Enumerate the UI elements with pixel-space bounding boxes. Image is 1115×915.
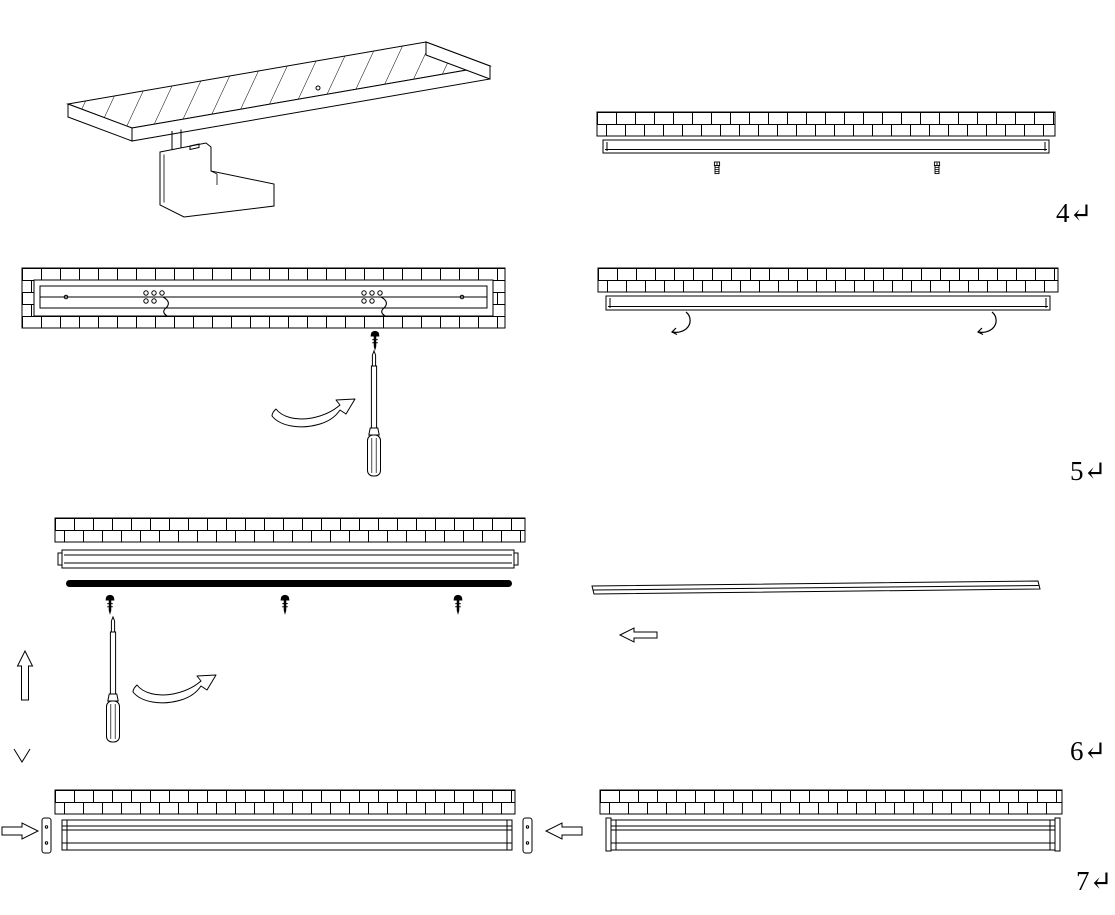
push-right-arrow-icon (1, 822, 40, 840)
terminal-block-left (143, 290, 169, 317)
step6-screws (105, 594, 463, 616)
led-strip-bar (66, 580, 512, 587)
wire-icon (162, 296, 169, 317)
step4-mounting-rail (602, 139, 1050, 154)
fixture-top-hole (315, 85, 321, 91)
step4-wall-strip (596, 111, 1056, 137)
lift-up-arrow-icon (16, 649, 34, 701)
step6-screwdriver-icon (106, 616, 120, 743)
screw-icon (280, 594, 290, 616)
screw-icon (453, 594, 463, 616)
screw-icon (105, 594, 115, 616)
end-cap-left (41, 817, 52, 854)
expansion-screw-icon (933, 161, 941, 175)
hook-arrow-icon (977, 311, 997, 336)
fixture-isometric-icon (66, 41, 492, 218)
step-5-label: 5↵ (1070, 456, 1107, 486)
wire-icon (380, 296, 387, 317)
step6-wall-strip (54, 517, 526, 543)
step5-wall-with-plate (21, 267, 506, 329)
step7-fixture-with-endcaps (1, 789, 583, 854)
slide-left-arrow-icon (618, 627, 658, 643)
end-cap-right (522, 817, 533, 854)
diffuser-bar (591, 580, 1041, 595)
step5-screwdriver-icon (367, 350, 381, 477)
step-6-label: 6↵ (1070, 736, 1107, 766)
step5-turn-arrow-icon (271, 398, 356, 428)
step-4-label: 4↵ (1056, 198, 1093, 228)
step5-rail-on-wall (597, 267, 1059, 336)
push-left-arrow-icon (544, 822, 583, 840)
step7-installed-fixture (599, 789, 1063, 852)
step5-screw-icon (370, 330, 380, 352)
step6-rail (57, 549, 519, 569)
terminal-block-right (361, 290, 387, 317)
expansion-screw-icon (713, 161, 721, 175)
step6-turn-arrow-icon (132, 674, 217, 704)
step-7-label: 7↵ (1076, 866, 1113, 896)
position-check-mark-icon (13, 748, 31, 763)
hook-arrow-icon (671, 311, 691, 336)
step4-expansion-screws (713, 161, 941, 175)
